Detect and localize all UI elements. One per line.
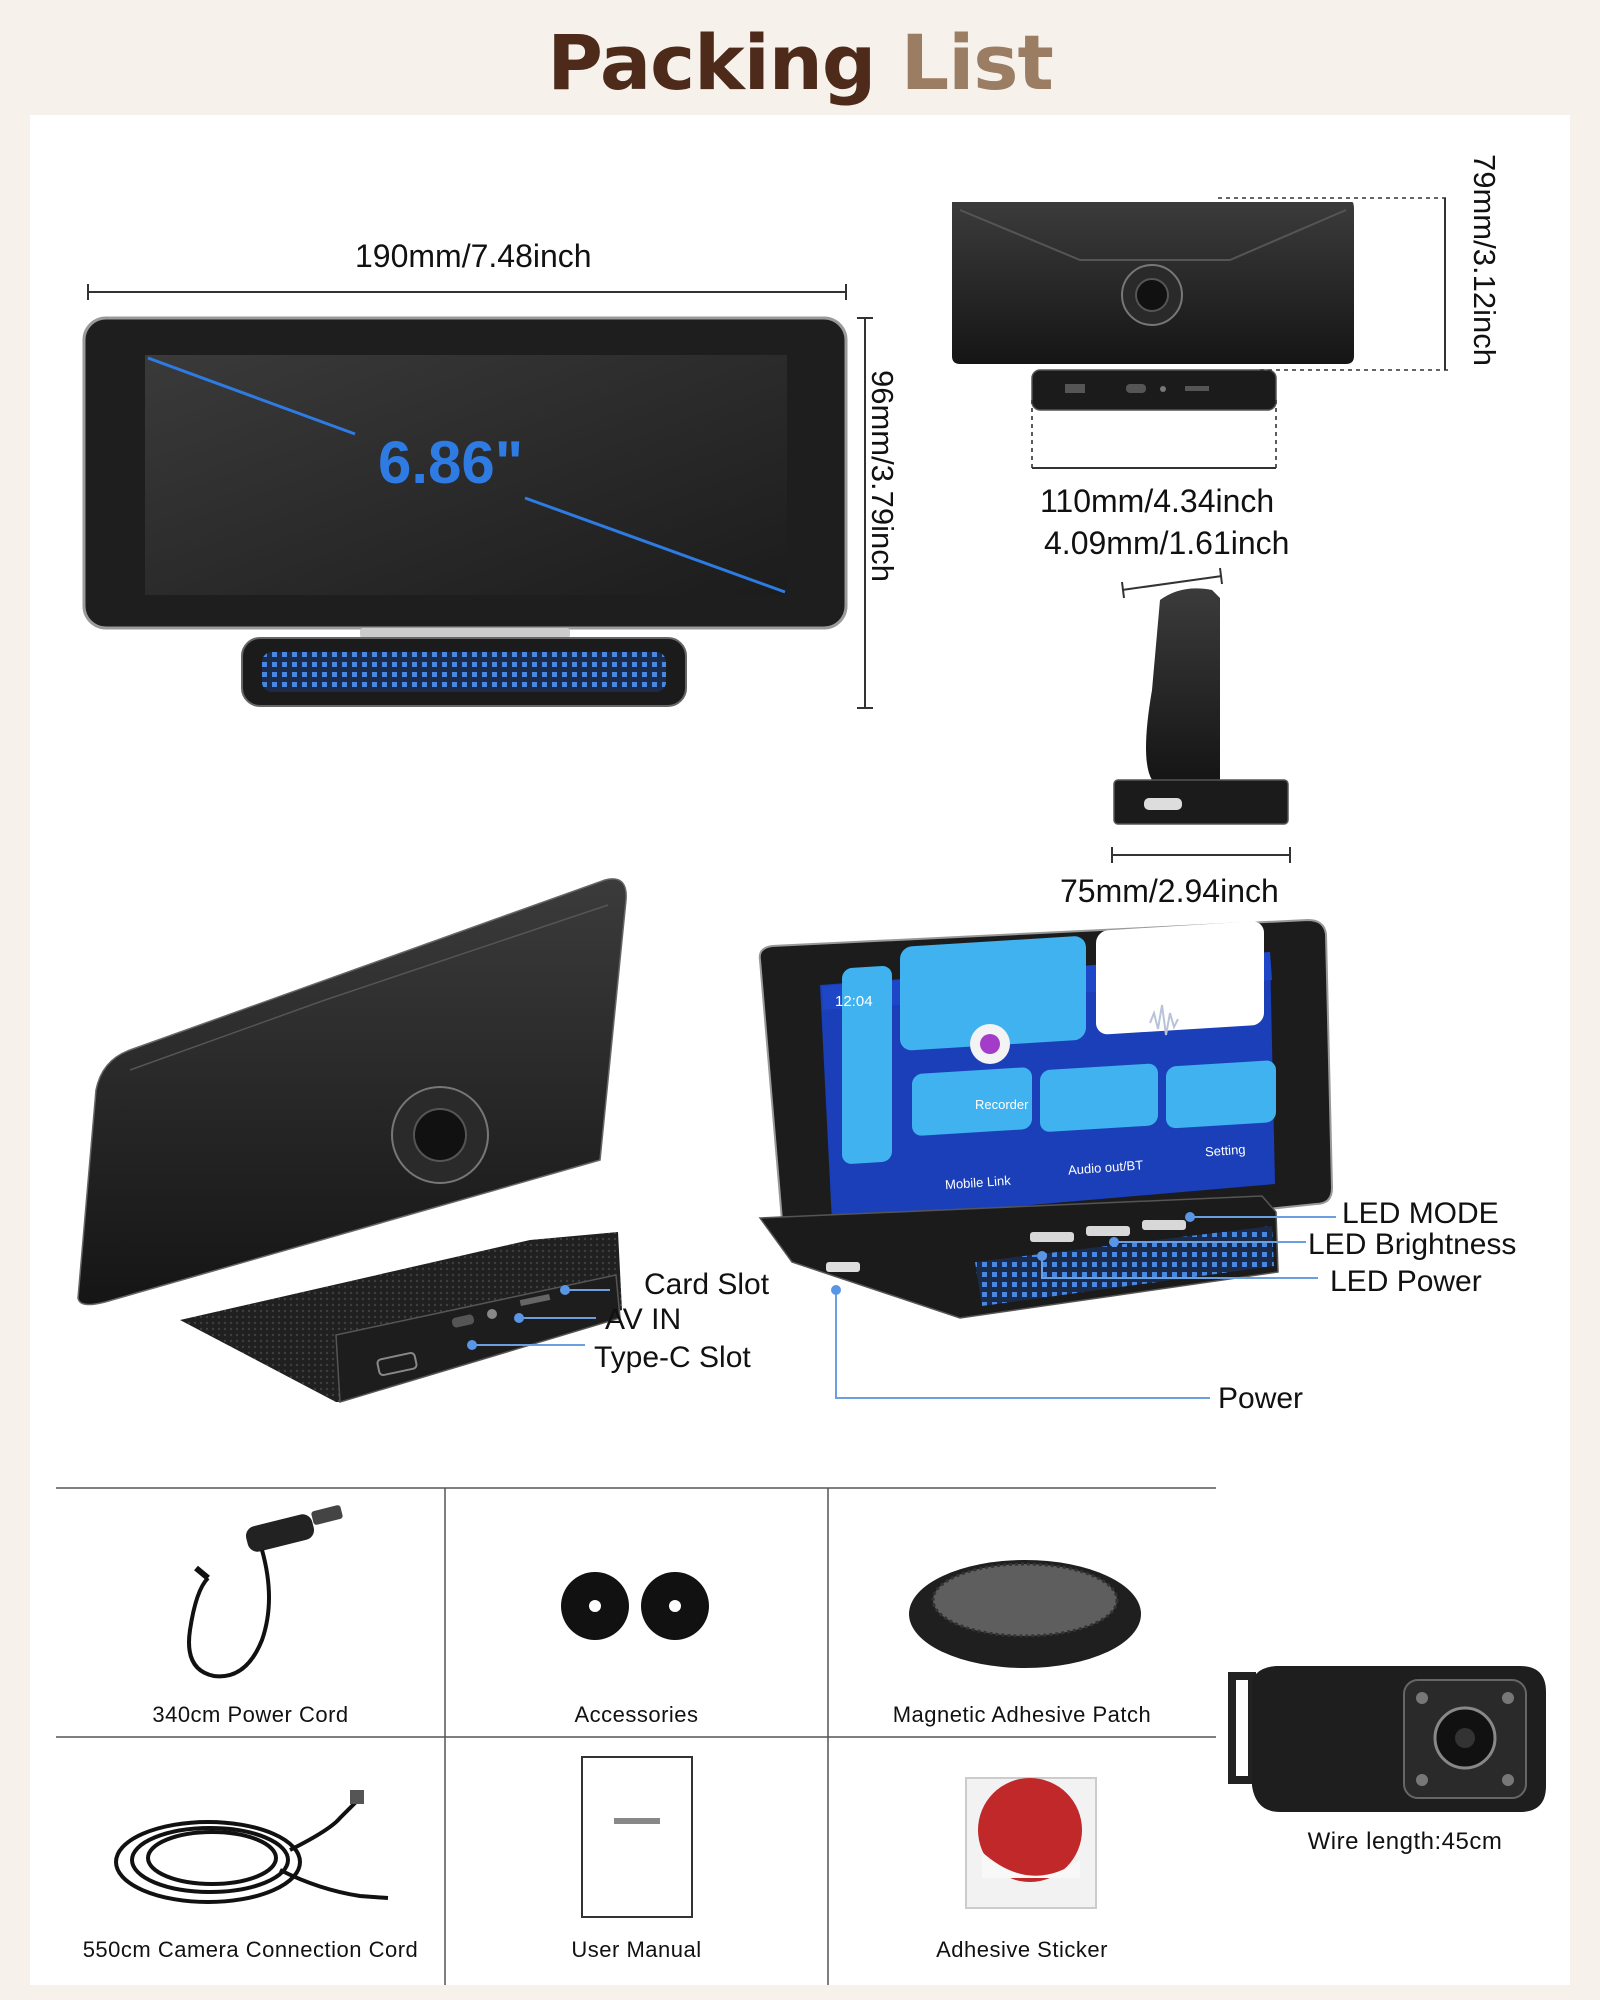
- front-perspective-device: [758, 918, 1334, 1319]
- back-height-dimension-label: 79mm/3.12inch: [1467, 154, 1502, 366]
- side-view-device: [1113, 588, 1289, 825]
- screen-tile-recorder: Recorder: [975, 1097, 1029, 1112]
- item-label-adhesive-sticker: Adhesive Sticker: [936, 1937, 1108, 1962]
- title-part-2: List: [900, 18, 1054, 107]
- depth-top-dimension-label: 4.09mm/1.61inch: [1044, 525, 1290, 561]
- camera-cord-icon: [114, 1790, 389, 1904]
- callout-type-c-slot: Type-C Slot: [594, 1341, 751, 1374]
- magnetic-patch-icon: [909, 1560, 1141, 1668]
- callout-power: Power: [1218, 1382, 1304, 1415]
- depth-bottom-dimension-label: 75mm/2.94inch: [1060, 873, 1279, 909]
- width-dimension-label: 190mm/7.48inch: [355, 238, 592, 274]
- screen-tile-setting: Setting: [1204, 1141, 1246, 1160]
- item-label-power-cord: 340cm Power Cord: [152, 1702, 349, 1727]
- power-cord-icon: [187, 1505, 343, 1679]
- callout-led-power: LED Power: [1330, 1265, 1482, 1298]
- adhesive-sticker-icon: [965, 1777, 1097, 1909]
- callout-av-in: AV IN: [605, 1303, 682, 1336]
- callout-led-mode: LED MODE: [1342, 1197, 1499, 1230]
- title-part-1: Packing: [547, 18, 876, 107]
- base-width-dimension-label: 110mm/4.34inch: [1040, 483, 1275, 519]
- item-label-accessories: Accessories: [574, 1702, 699, 1727]
- screen-size-label: 6.86": [378, 429, 524, 496]
- height-dimension-label: 96mm/3.79inch: [865, 370, 900, 582]
- item-label-magnetic-patch: Magnetic Adhesive Patch: [892, 1702, 1152, 1727]
- back-perspective-device: [77, 878, 627, 1403]
- callout-led-brightness: LED Brightness: [1308, 1228, 1517, 1261]
- item-label-user-manual: User Manual: [571, 1937, 702, 1962]
- user-manual-icon: [581, 1756, 693, 1918]
- callout-card-slot: Card Slot: [644, 1268, 770, 1301]
- screen-time: 12:04: [835, 993, 873, 1010]
- velcro-rolls-icon: [561, 1572, 709, 1640]
- back-view-device: [952, 202, 1354, 411]
- packing-grid: [56, 1487, 1216, 1985]
- camera-wire-length-label: Wire length:45cm: [1307, 1828, 1503, 1855]
- backup-camera-icon: [1228, 1666, 1546, 1812]
- page-title: Packing List: [0, 18, 1600, 107]
- item-label-camera-cord: 550cm Camera Connection Cord: [82, 1937, 419, 1962]
- front-view-device: [82, 316, 848, 707]
